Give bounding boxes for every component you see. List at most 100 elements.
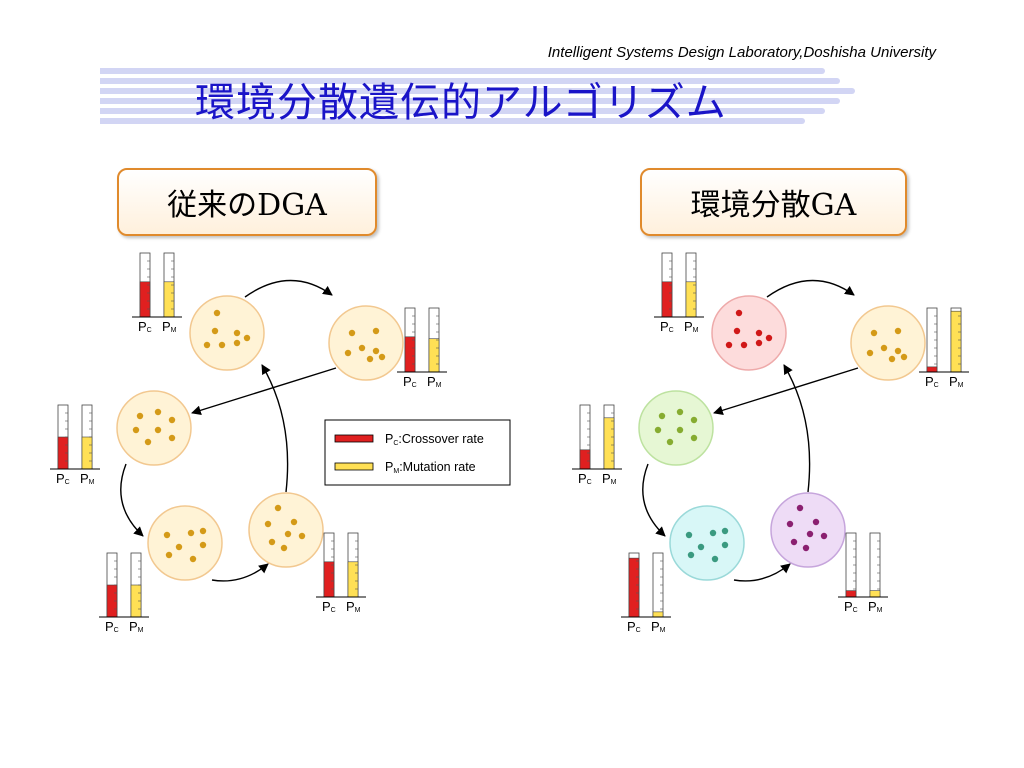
individual-dot bbox=[372, 347, 380, 355]
title-stripes bbox=[100, 66, 860, 126]
migration-arrow-2 bbox=[191, 367, 337, 416]
island-top-right-rate-gauge-pm-level bbox=[428, 338, 440, 373]
island-top-right-rate-gauge: PC PM bbox=[919, 307, 969, 389]
individual-dot bbox=[213, 309, 221, 317]
island-top-right-rate-gauge-pm-tube: PM bbox=[427, 307, 442, 389]
individual-dot bbox=[870, 329, 878, 337]
island-top-right-rate-gauge-pc-level bbox=[926, 366, 938, 373]
individual-dot bbox=[218, 341, 226, 349]
migration-arrow-2 bbox=[713, 367, 859, 416]
island-top-left-rate-gauge-pc-tube: PC bbox=[138, 252, 152, 334]
island-top-left-rate-gauge-pm-label: PM bbox=[684, 319, 699, 334]
island-middle-left-rate-gauge-pm-level bbox=[603, 417, 615, 470]
island-middle-left-rate-gauge-pm-label: PM bbox=[602, 471, 617, 486]
individual-dot bbox=[725, 341, 733, 349]
individual-dot bbox=[233, 339, 241, 347]
island-middle-left bbox=[116, 390, 192, 466]
island-bottom-right-rate-gauge-pc-tube: PC bbox=[322, 532, 336, 614]
island-top-left bbox=[711, 295, 787, 371]
island-bottom-right-rate-gauge-pm-tube: PM bbox=[868, 532, 883, 614]
individual-dot bbox=[740, 341, 748, 349]
migration-arrow-1 bbox=[766, 279, 855, 298]
individual-dot bbox=[243, 334, 251, 342]
island-top-left-rate-gauge-pc-level bbox=[661, 281, 673, 318]
island-top-right-rate-gauge-pc-label: PC bbox=[925, 374, 939, 389]
individual-dot bbox=[154, 408, 162, 416]
individual-dot bbox=[658, 412, 666, 420]
individual-dot bbox=[666, 438, 674, 446]
legend-mutation-p: P bbox=[385, 460, 393, 474]
migration-arrow-4 bbox=[211, 563, 269, 582]
environment-distributed-ga-label: 環境分散GA bbox=[640, 168, 907, 236]
island-top-left-rate-gauge-pm-level bbox=[685, 281, 697, 318]
island-top-right-rate-gauge-pc-level bbox=[404, 336, 416, 373]
individual-dot bbox=[136, 412, 144, 420]
island-top-left-rate-gauge-pm-tube: PM bbox=[162, 252, 177, 334]
island-middle-left-rate-gauge-pm-tube: PM bbox=[602, 404, 617, 486]
individual-dot bbox=[199, 527, 207, 535]
individual-dot bbox=[199, 541, 207, 549]
island-bottom-right bbox=[770, 492, 846, 568]
island-bottom-left-rate-gauge-pm-label: PM bbox=[129, 619, 144, 634]
island-bottom-right-rate-gauge-pm-label: PM bbox=[346, 599, 361, 614]
individual-dot bbox=[154, 426, 162, 434]
island-middle-left-rate-gauge-pc-tube: PC bbox=[578, 404, 592, 486]
migration-arrow-4 bbox=[733, 563, 791, 582]
individual-dot bbox=[820, 532, 828, 540]
individual-dot bbox=[709, 529, 717, 537]
island-bottom-right-rate-gauge-pm-label: PM bbox=[868, 599, 883, 614]
individual-dot bbox=[676, 408, 684, 416]
island-bottom-left-rate-gauge-pm-tube: PM bbox=[129, 552, 144, 634]
island-middle-left-rate-gauge: PC PM bbox=[572, 404, 622, 486]
island-bottom-left-rate-gauge-pc-tube: PC bbox=[105, 552, 119, 634]
island-bottom-left-rate-gauge-pc-label: PC bbox=[105, 619, 119, 634]
svg-text:PM:Mutation rate: PM:Mutation rate bbox=[385, 460, 476, 475]
individual-dot bbox=[786, 520, 794, 528]
individual-dot bbox=[733, 327, 741, 335]
island-top-right bbox=[850, 305, 926, 381]
island-top-right bbox=[328, 305, 404, 381]
individual-dot bbox=[721, 527, 729, 535]
island-bottom-right-rate-gauge: PC PM bbox=[838, 532, 888, 614]
migration-arrow-5 bbox=[783, 364, 811, 493]
individual-dot bbox=[144, 438, 152, 446]
island-bottom-right-rate-gauge-pc-level bbox=[323, 561, 335, 598]
individual-dot bbox=[735, 309, 743, 317]
individual-dot bbox=[866, 349, 874, 357]
individual-dot bbox=[358, 344, 366, 352]
individual-dot bbox=[284, 530, 292, 538]
individual-dot bbox=[812, 518, 820, 526]
individual-dot bbox=[721, 541, 729, 549]
individual-dot bbox=[187, 529, 195, 537]
island-middle-left-rate-gauge-pc-tube: PC bbox=[56, 404, 70, 486]
island-bottom-right-rate-gauge-pc-label: PC bbox=[322, 599, 336, 614]
island-top-right-rate-gauge-pm-label: PM bbox=[949, 374, 964, 389]
island-bottom-left-rate-gauge-pm-label: PM bbox=[651, 619, 666, 634]
island-bottom-right-rate-gauge-pc-label: PC bbox=[844, 599, 858, 614]
legend-crossover-p: P bbox=[385, 432, 393, 446]
individual-dot bbox=[888, 355, 896, 363]
individual-dot bbox=[755, 329, 763, 337]
migration-arrow-5 bbox=[261, 364, 289, 493]
legend-mutation-swatch bbox=[334, 462, 374, 471]
individual-dot bbox=[268, 538, 276, 546]
island-bottom-left-rate-gauge-pm-tube: PM bbox=[651, 552, 666, 634]
island-bottom-left-rate-gauge-pc-level bbox=[628, 557, 640, 618]
individual-dot bbox=[372, 327, 380, 335]
individual-dot bbox=[348, 329, 356, 337]
individual-dot bbox=[802, 544, 810, 552]
individual-dot bbox=[755, 339, 763, 347]
island-bottom-right bbox=[248, 492, 324, 568]
island-middle-left-rate-gauge-pc-level bbox=[579, 449, 591, 470]
svg-text:PC:Crossover rate: PC:Crossover rate bbox=[385, 432, 484, 447]
island-top-right-rate-gauge-pc-tube: PC bbox=[403, 307, 417, 389]
island-top-left-rate-gauge-pm-tube: PM bbox=[684, 252, 699, 334]
lab-name: Intelligent Systems Design Laboratory,Do… bbox=[547, 44, 936, 61]
individual-dot bbox=[687, 551, 695, 559]
